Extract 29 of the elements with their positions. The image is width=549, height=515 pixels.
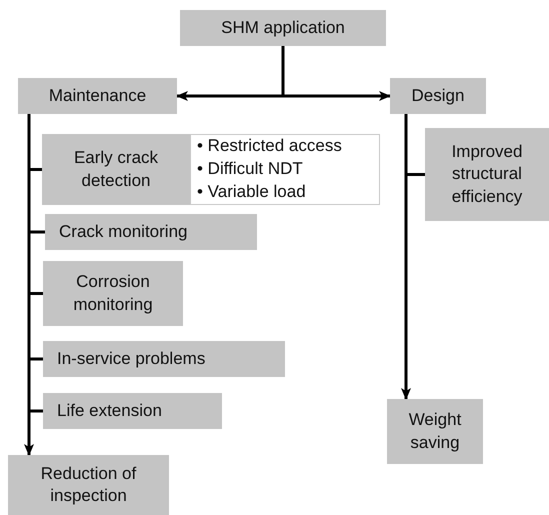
box-label: SHM application	[221, 16, 345, 39]
box-label: Improved structural efficiency	[450, 141, 524, 208]
box-label: Life extension	[57, 400, 162, 422]
bullet-item: • Variable load	[197, 180, 307, 203]
process-box	[180, 10, 386, 46]
connector-arrow	[24, 114, 34, 456]
process-box	[390, 78, 486, 114]
process-box	[18, 78, 177, 114]
box-label: Weight saving	[408, 409, 462, 454]
bullet-item: • Restricted access	[197, 135, 343, 158]
box-label: Maintenance	[48, 84, 146, 107]
box-label: Crack monitoring	[59, 220, 188, 243]
process-box	[8, 455, 169, 515]
process-box	[43, 341, 285, 377]
process-box	[43, 261, 183, 326]
box-label: Reduction of inspection	[40, 462, 138, 507]
bullet-list-box	[190, 134, 380, 205]
process-box	[43, 393, 222, 429]
box-label: In-service problems	[57, 348, 206, 370]
process-box	[42, 134, 190, 205]
box-label: Design	[412, 84, 464, 107]
process-box	[45, 214, 257, 250]
connector-arrow	[401, 114, 411, 400]
box-label: Corrosion monitoring	[72, 271, 154, 316]
connector-arrow	[282, 46, 391, 101]
process-box	[387, 399, 483, 464]
process-box	[425, 128, 549, 221]
bullet-item: • Difficult NDT	[197, 158, 304, 180]
box-label: Early crack detection	[72, 147, 160, 192]
